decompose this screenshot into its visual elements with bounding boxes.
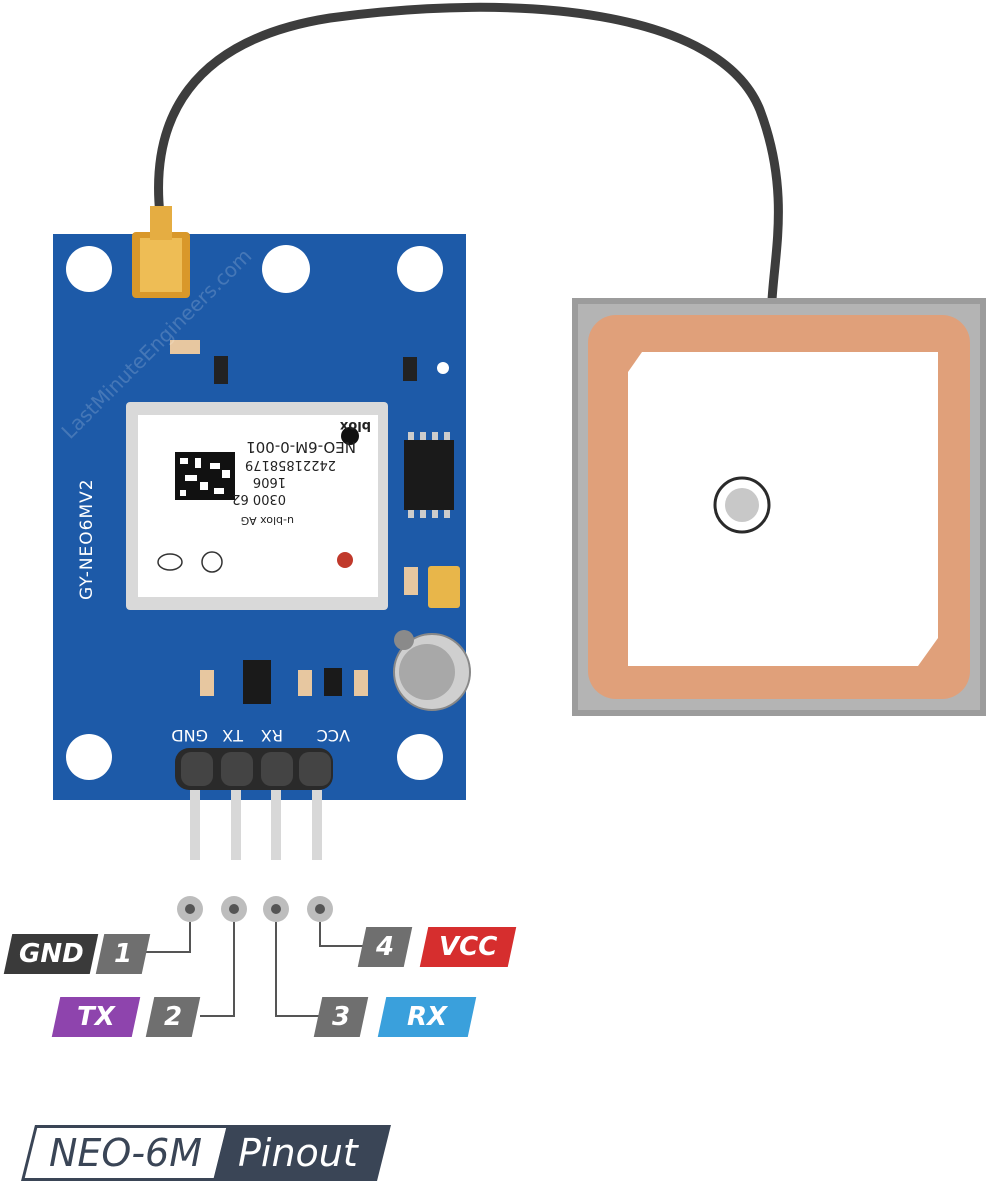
mount-hole-bl [66, 734, 112, 780]
header-label-rx: RX [261, 726, 283, 745]
pin-number-1: 1 [95, 934, 151, 974]
mount-hole-tr [397, 246, 443, 292]
antenna-cable [154, 2, 783, 305]
header-label-gnd: GND [171, 726, 208, 745]
pin-dots [177, 896, 333, 922]
header-label-vcc: VCC [317, 726, 350, 745]
pcb-board: u-blox AG 0300 62 1606 24221858179 NEO-6… [53, 206, 471, 800]
pin-legs [190, 790, 322, 860]
module-part-number: NEO-6M-0-001 [246, 438, 356, 456]
qr-code [175, 452, 235, 500]
title-word: Pinout [213, 1125, 391, 1181]
pin-name-rx: RX [377, 997, 477, 1037]
mount-hole-br [397, 734, 443, 780]
neo6m-module: u-blox AG 0300 62 1606 24221858179 NEO-6… [126, 402, 388, 610]
board-model-label: GY-NEO6MV2 [77, 478, 97, 600]
header-labels: GND TX RX VCC [171, 726, 350, 745]
module-copyright: u-blox AG [241, 514, 294, 527]
pin-number-4: 4 [357, 927, 413, 967]
title-part: NEO-6M [21, 1125, 231, 1181]
leader-lines [145, 922, 365, 1017]
pin-number-2: 2 [145, 997, 201, 1037]
mount-hole-tl [66, 246, 112, 292]
patch-antenna [572, 298, 986, 716]
pin-header [175, 748, 333, 790]
backup-battery [393, 630, 471, 711]
pin-name-gnd: GND [3, 934, 99, 974]
mount-hole-tm [262, 245, 310, 293]
module-code2: 0300 62 [232, 491, 286, 506]
pin-name-tx: TX [51, 997, 141, 1037]
page-title: NEO-6M Pinout [18, 1125, 391, 1181]
module-code1: 1606 [253, 474, 286, 489]
pin-name-vcc: VCC [419, 927, 517, 967]
header-label-tx: TX [222, 726, 244, 745]
module-logo: blox [339, 418, 371, 433]
pin-number-3: 3 [313, 997, 369, 1037]
module-serial: 24221858179 [245, 457, 336, 472]
